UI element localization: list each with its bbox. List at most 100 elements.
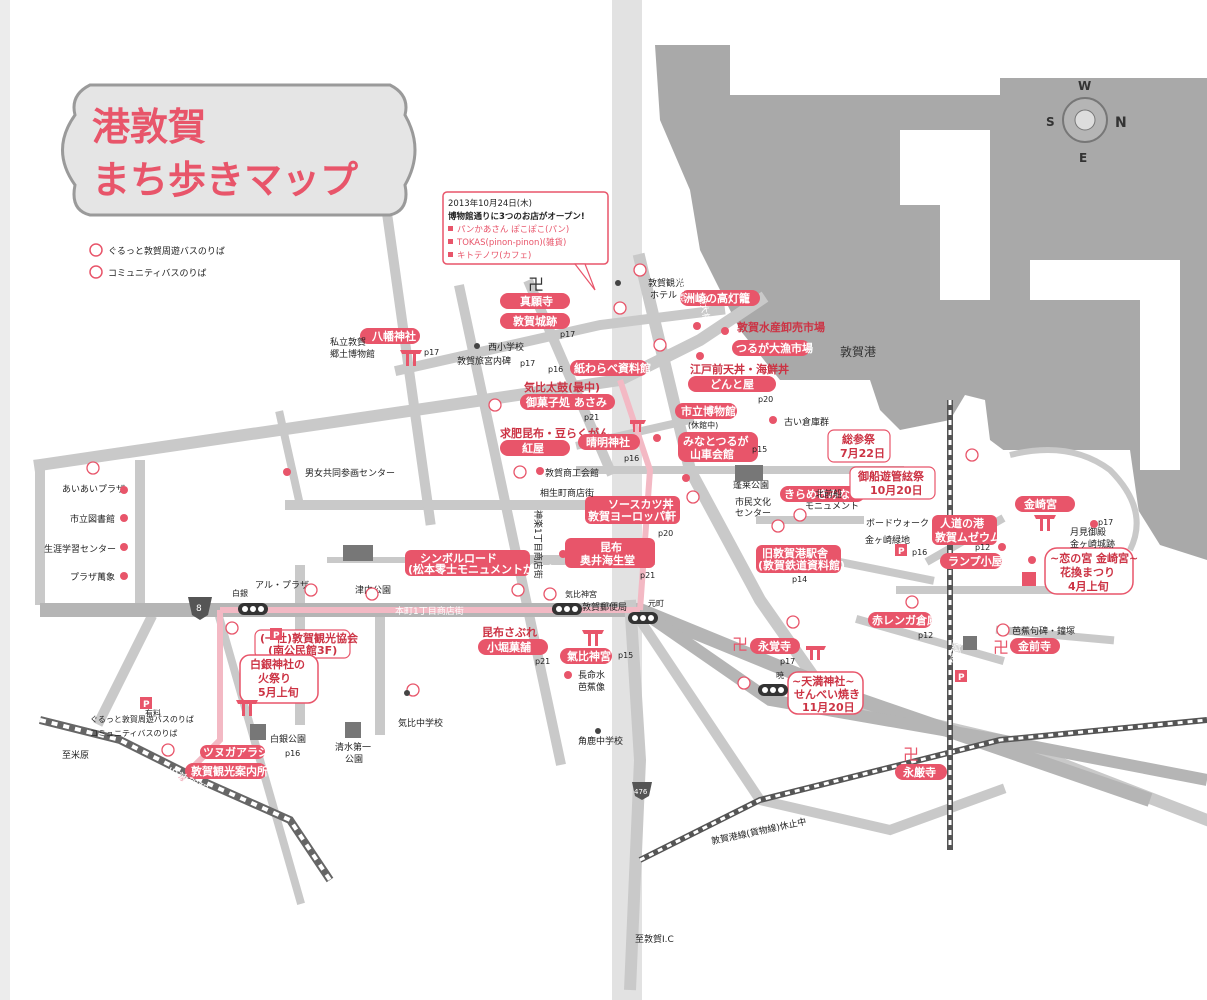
svg-text:p16: p16 bbox=[285, 749, 300, 758]
label-edomae: 江戸前天丼・海鮮丼 bbox=[690, 362, 789, 376]
compass-e: E bbox=[1079, 151, 1087, 165]
bus-icon bbox=[905, 595, 919, 609]
bus-icon bbox=[225, 621, 239, 635]
svg-text:p21: p21 bbox=[535, 657, 550, 666]
bus-stop-community-icon bbox=[89, 265, 103, 279]
torii-icon-kehijingu bbox=[582, 630, 604, 646]
bus-icon bbox=[633, 263, 647, 277]
label-railway-museum: (敦賀鉄道資料館) bbox=[758, 558, 845, 572]
label-okui: 奥井海生堂 bbox=[579, 553, 635, 567]
svg-text:8: 8 bbox=[196, 604, 202, 614]
toilet-icon bbox=[963, 636, 977, 650]
svg-text:モニュメント: モニュメント bbox=[805, 502, 859, 512]
torii-icon-tenman bbox=[806, 646, 826, 660]
svg-text:ぐるっと敦賀周遊バスのりば: ぐるっと敦賀周遊バスのりば bbox=[90, 714, 194, 724]
label-symbol-road: シンボルロード bbox=[420, 551, 497, 565]
svg-text:プラザ萬象: プラザ萬象 bbox=[70, 571, 115, 583]
bus-icon bbox=[653, 338, 667, 352]
label-senbei-date: 11月20日 bbox=[802, 701, 855, 714]
bus-icon bbox=[686, 490, 700, 504]
label-europe-ken: 敦賀ヨーロッパ軒 本店 bbox=[588, 509, 702, 523]
svg-text:p20: p20 bbox=[758, 395, 773, 404]
traffic-signals bbox=[238, 603, 788, 696]
torii-icon-kanegasakigu bbox=[1034, 515, 1056, 531]
bus-icon bbox=[304, 583, 318, 597]
svg-text:コミュニティバスのりば: コミュニティバスのりば bbox=[90, 729, 178, 738]
svg-text:北前船: 北前船 bbox=[815, 488, 842, 500]
bus-icon bbox=[793, 508, 807, 522]
svg-text:p16: p16 bbox=[624, 454, 639, 463]
svg-text:西小学校: 西小学校 bbox=[488, 341, 524, 353]
temple-icon-eigonji: 卍 bbox=[903, 745, 919, 764]
notice-shop-2: TOKAS(pinon-pinon)(雑貨) bbox=[456, 237, 566, 248]
notice-date: 2013年10月24日(木) bbox=[448, 198, 532, 209]
svg-text:郷土博物館: 郷土博物館 bbox=[330, 348, 375, 360]
label-gosen-fes: 御船遊管絃祭 bbox=[857, 469, 925, 483]
label-old-station: 旧敦賀港駅舎 bbox=[762, 546, 829, 560]
label-kombu: 昆布 bbox=[600, 540, 622, 554]
label-senbei: せんべい焼き bbox=[794, 687, 860, 701]
port-road bbox=[636, 605, 1207, 786]
parking-icon bbox=[140, 697, 152, 709]
bus-icon bbox=[737, 676, 751, 690]
pier-block bbox=[900, 130, 990, 300]
legend-item-loop-bus: ぐるっと敦賀周遊バスのりば bbox=[108, 245, 225, 257]
svg-text:p17: p17 bbox=[520, 359, 535, 368]
torii-icon-hachiman bbox=[400, 350, 422, 366]
label-sosan-fes: 総参祭 bbox=[842, 432, 876, 446]
svg-text:p14: p14 bbox=[792, 575, 807, 584]
svg-text:男女共同参画センター: 男女共同参画センター bbox=[305, 467, 395, 479]
parking-and-toilet-icons: P P P P bbox=[140, 465, 1036, 740]
bus-icon bbox=[161, 743, 175, 757]
bus-icon bbox=[771, 519, 785, 533]
route-476-shield-icon bbox=[632, 782, 652, 800]
label-hakugin-fire-2: 火祭り bbox=[258, 671, 291, 685]
svg-text:p21: p21 bbox=[640, 571, 655, 580]
svg-text:センター: センター bbox=[735, 508, 771, 519]
label-tairyo: つるが大漁市場 bbox=[736, 341, 813, 355]
label-konzenji: 金前寺 bbox=[1017, 639, 1051, 653]
svg-text:p20: p20 bbox=[658, 529, 673, 538]
svg-text:ボードウォーク: ボードウォーク bbox=[866, 518, 929, 529]
svg-text:p12: p12 bbox=[975, 543, 990, 552]
label-sauce-katsudon: ソースカツ丼 bbox=[608, 497, 673, 511]
svg-text:気比神宮: 気比神宮 bbox=[565, 589, 597, 599]
torii-icon-seimei bbox=[630, 420, 646, 432]
svg-text:市立図書館: 市立図書館 bbox=[70, 513, 115, 525]
bus-icon bbox=[996, 623, 1010, 637]
svg-text:敦賀旅宮内碑: 敦賀旅宮内碑 bbox=[457, 355, 511, 367]
svg-text:p17: p17 bbox=[1098, 518, 1113, 527]
svg-text:市民文化: 市民文化 bbox=[735, 496, 771, 508]
svg-text:p17: p17 bbox=[560, 330, 575, 339]
svg-text:p12: p12 bbox=[918, 631, 933, 640]
title-line1: 港敦賀 bbox=[92, 105, 206, 149]
svg-text:有料: 有料 bbox=[145, 708, 161, 718]
svg-text:芭蕉像: 芭蕉像 bbox=[578, 681, 605, 693]
quay-block bbox=[1030, 260, 1180, 470]
label-takadoro: 洲崎の高灯籠 bbox=[684, 291, 750, 305]
torii-icon-hakugin bbox=[236, 700, 258, 716]
svg-text:清水第一: 清水第一 bbox=[335, 741, 371, 753]
label-kamiwarabe: 紙わらべ資料館 bbox=[574, 361, 651, 375]
bus-icon bbox=[488, 398, 502, 412]
temple-icon-eikakuji: 卍 bbox=[732, 635, 748, 654]
svg-text:P: P bbox=[143, 700, 150, 710]
svg-text:白銀: 白銀 bbox=[232, 588, 248, 598]
svg-text:暁: 暁 bbox=[776, 671, 784, 680]
parking-icon bbox=[895, 544, 907, 556]
svg-text:p16: p16 bbox=[912, 548, 927, 557]
label-matsumoto: (松本零士モニュメントが並んでいる) bbox=[408, 562, 594, 576]
svg-text:白銀公園: 白銀公園 bbox=[270, 733, 306, 745]
label-hanakae: 花換まつり bbox=[1060, 565, 1115, 579]
kanegasaki-road bbox=[1009, 447, 1140, 552]
toilet-icon bbox=[1022, 572, 1036, 586]
svg-text:(休館中): (休館中) bbox=[688, 420, 718, 430]
label-sosan-date: 7月22日 bbox=[840, 447, 885, 460]
svg-text:敦賀商工会館: 敦賀商工会館 bbox=[545, 467, 599, 479]
harbor-water bbox=[655, 45, 1207, 560]
route-476-road bbox=[624, 599, 647, 991]
svg-text:古い倉庫群: 古い倉庫群 bbox=[784, 416, 829, 428]
label-fish-market: 敦賀水産卸売市場 bbox=[737, 320, 825, 334]
bus-icon bbox=[965, 448, 979, 462]
